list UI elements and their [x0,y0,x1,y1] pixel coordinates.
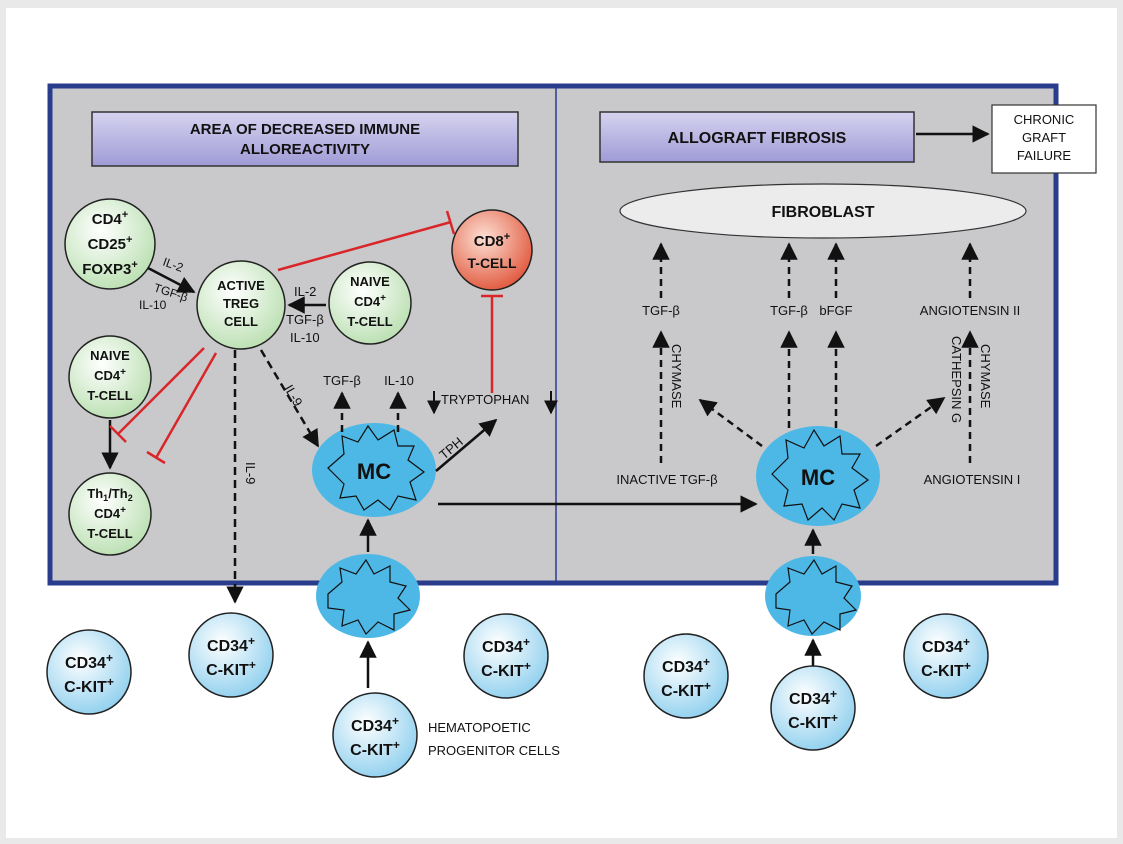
cd34-progenitor-cell: CD34+ C-KIT+ [463,613,549,699]
cd34-progenitor-cell: CD34+ C-KIT+ [770,665,856,751]
cell-cd8-tcell: CD8+ T-CELL [451,209,533,291]
label-il10-b: IL-10 [290,330,320,345]
header-left-line2: ALLOREACTIVITY [240,141,370,158]
cd34-progenitor-cell: CD34+ C-KIT+ [46,629,132,715]
svg-text:FOXP3+: FOXP3+ [82,259,138,278]
arrow-mc-tph [435,418,498,472]
arrow-mc-to-upper-left [698,398,763,448]
label-tgfb-mc: TGF-β [323,373,361,388]
treg-line1: ACTIVE [217,278,265,293]
label-chymase-a: CHYMASE [669,344,684,409]
mast-cell-precursor-left [316,554,420,638]
label-inactive-tgfb: INACTIVE TGF-β [616,472,717,487]
cell-cd4-cd25-foxp3: CD4+ CD25+ FOXP3+ [64,198,156,290]
chronic-line3: FAILURE [1017,148,1072,163]
svg-text:C-KIT+: C-KIT+ [206,658,256,679]
svg-text:C-KIT+: C-KIT+ [481,659,531,680]
cd34-progenitor-cell: CD34+ C-KIT+ [903,613,989,699]
chronic-line1: CHRONIC [1014,112,1075,127]
label-tgfb-r2: TGF-β [770,303,808,318]
mast-cell-left: MC [312,423,436,517]
panel-border [47,83,1059,586]
svg-text:C-KIT+: C-KIT+ [350,738,400,759]
arrow-mc-to-upper-right [875,396,946,448]
label-il9-b: IL-9 [243,462,258,484]
svg-text:CD34+: CD34+ [207,634,255,655]
cell-th1-th2: Th1/Th2 CD4+ T-CELL [68,472,152,556]
svg-text:T-CELL: T-CELL [87,526,133,541]
fibroblast-label: FIBROBLAST [771,204,874,221]
arrow-foxp3-to-treg [147,266,196,294]
cd34-progenitor-cell: CD34+ C-KIT+ [188,612,274,698]
cd34-progenitor-cell: CD34+ C-KIT+ [643,633,729,719]
chronic-line2: GRAFT [1022,130,1066,145]
treg-line3: CELL [224,314,258,329]
fibroblast: FIBROBLAST [619,183,1027,239]
inhibit-treg-to-th-b [146,352,218,465]
label-tgfb-b: TGF-β [286,312,324,327]
inhibit-treg-to-th-a [109,347,205,443]
cell-naive-cd4-upper: NAIVE CD4+ T-CELL [328,261,412,345]
mast-cell-precursor-right [765,556,861,636]
header-allograft-fibrosis: ALLOGRAFT FIBROSIS [599,111,915,163]
cell-active-treg: ACTIVE TREG CELL [196,260,286,350]
label-tgfb-r1: TGF-β [642,303,680,318]
label-chymase-b: CHYMASE [978,344,993,409]
label-angiotensin-1: ANGIOTENSIN I [924,472,1021,487]
svg-text:C-KIT+: C-KIT+ [921,659,971,680]
label-cathepsin-g: CATHEPSIN G [949,336,964,423]
svg-text:NAIVE: NAIVE [350,274,390,289]
diagram-canvas: AREA OF DECREASED IMMUNE ALLOREACTIVITY … [46,83,1097,778]
svg-text:CD34+: CD34+ [922,635,970,656]
label-il10-a: IL-10 [139,298,167,312]
svg-text:CD4+: CD4+ [94,367,126,383]
label-hematopoetic-line1: HEMATOPOETIC [428,720,531,735]
svg-text:CD34+: CD34+ [789,687,837,708]
header-left-line1: AREA OF DECREASED IMMUNE [190,121,420,138]
mc-label-left: MC [357,459,391,484]
svg-text:C-KIT+: C-KIT+ [788,711,838,732]
label-il10-mc: IL-10 [384,373,414,388]
cd34-progenitor-group: CD34+ C-KIT+ CD34+ C-KIT+ CD34+ C-KIT+ CD34+ C-… [46,612,989,778]
svg-text:T-CELL: T-CELL [87,388,133,403]
header-decreased-alloreactivity: AREA OF DECREASED IMMUNE ALLOREACTIVITY [91,111,519,167]
arrow-treg-to-mc-il9 [259,349,320,448]
label-angiotensin-2: ANGIOTENSIN II [920,303,1020,318]
svg-text:CD34+: CD34+ [662,655,710,676]
svg-text:CD4+: CD4+ [94,505,126,521]
inhibit-tryptophan-to-cd8 [481,294,503,393]
svg-text:CD34+: CD34+ [351,714,399,735]
svg-text:T-CELL: T-CELL [347,314,393,329]
svg-text:NAIVE: NAIVE [90,348,130,363]
label-bfgf: bFGF [819,303,852,318]
svg-text:CD4+: CD4+ [92,209,128,228]
svg-text:T-CELL: T-CELL [468,255,517,271]
label-il2-a: IL-2 [161,255,186,275]
cd34-progenitor-cell: CD34+ C-KIT+ [332,692,418,778]
label-tryptophan: TRYPTOPHAN [441,392,529,407]
svg-text:C-KIT+: C-KIT+ [64,675,114,696]
label-hematopoetic-line2: PROGENITOR CELLS [428,743,560,758]
mc-label-right: MC [801,465,835,490]
label-il2-b: IL-2 [294,284,316,299]
svg-text:C-KIT+: C-KIT+ [661,679,711,700]
svg-text:CD34+: CD34+ [65,651,113,672]
cell-naive-cd4-lower: NAIVE CD4+ T-CELL [68,335,152,419]
treg-line2: TREG [223,296,259,311]
svg-text:CD8+: CD8+ [474,231,510,250]
mast-cell-right: MC [756,426,880,526]
svg-text:CD4+: CD4+ [354,293,386,309]
svg-text:CD25+: CD25+ [88,234,133,253]
chronic-graft-failure-box: CHRONIC GRAFT FAILURE [991,104,1097,174]
inhibit-treg-to-cd8 [277,210,456,272]
svg-text:CD34+: CD34+ [482,635,530,656]
svg-text:Th1/Th2: Th1/Th2 [87,486,132,503]
header-right-label: ALLOGRAFT FIBROSIS [668,130,847,147]
figure-frame: AREA OF DECREASED IMMUNE ALLOREACTIVITY … [6,8,1117,838]
